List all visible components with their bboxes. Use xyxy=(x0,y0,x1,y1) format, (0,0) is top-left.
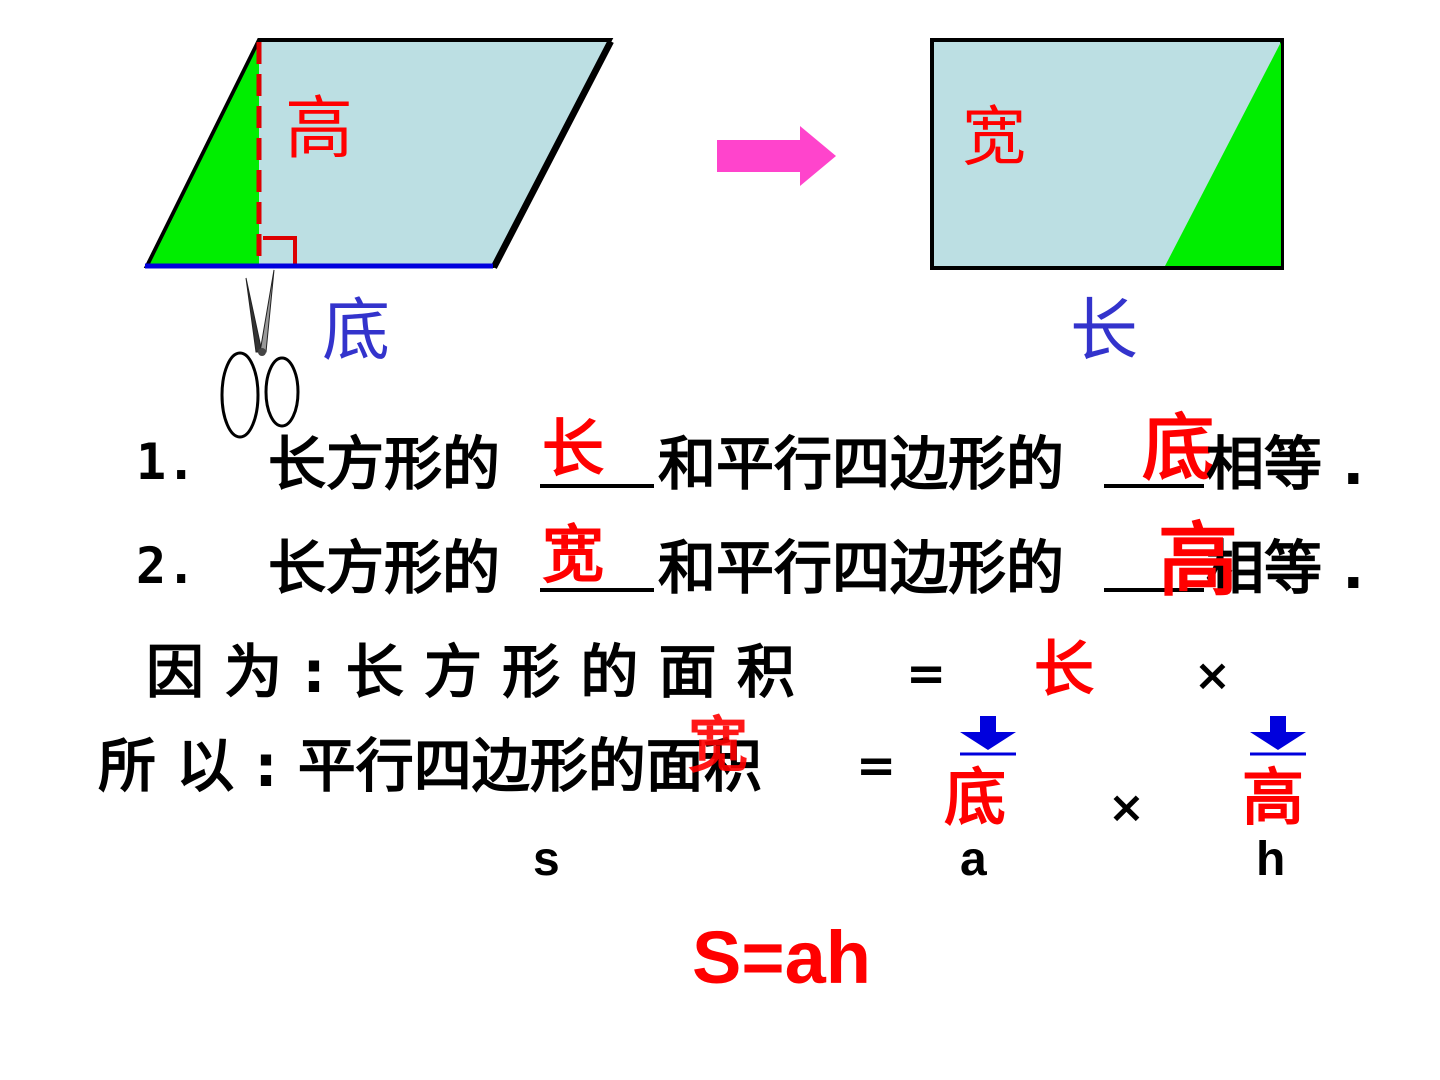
because-equals: = xyxy=(906,646,947,702)
base-label: 底 xyxy=(322,292,391,371)
statement-1-fill-1: 长 xyxy=(542,412,605,485)
statement-1-middle: 和平行四边形的 xyxy=(658,430,1065,498)
transformation-diagram xyxy=(143,38,1284,439)
therefore-times: × xyxy=(1108,782,1145,833)
statement-1-blank-1 xyxy=(540,484,654,488)
statement-2-prefix: 长方形的 xyxy=(268,534,501,602)
because-width: 宽 xyxy=(688,711,748,781)
statement-1-suffix: 相等 . xyxy=(1206,430,1365,498)
because-length: 长 xyxy=(1034,635,1094,705)
statement-2-fill-2: 高 xyxy=(1158,514,1238,607)
height-label: 高 xyxy=(285,90,354,169)
statement-2-fill-1: 宽 xyxy=(542,518,605,591)
symbol-h: h xyxy=(1256,833,1286,886)
therefore-text: 所 以 : 平行四边形的面积 xyxy=(98,732,762,800)
width-label: 宽 xyxy=(962,101,1026,175)
therefore-base: 底 xyxy=(944,761,1007,834)
statement-1-number: 1. xyxy=(136,433,197,491)
symbol-s: s xyxy=(533,833,560,886)
because-times: × xyxy=(1194,650,1231,701)
statement-2-suffix: 相等 . xyxy=(1206,534,1365,602)
statement-1-prefix: 长方形的 xyxy=(268,430,501,498)
statement-2-middle: 和平行四边形的 xyxy=(658,534,1065,602)
statement-1-fill-2: 底 xyxy=(1142,406,1215,490)
length-label: 长 xyxy=(1070,292,1139,371)
therefore-height: 高 xyxy=(1242,761,1305,834)
statement-2-number: 2. xyxy=(136,537,197,595)
because-text: 因 为 : 长 方 形 的 面 积 xyxy=(146,638,795,706)
cut-triangle-left xyxy=(150,44,259,264)
right-arrow-icon xyxy=(717,126,836,186)
statement-2-blank-1 xyxy=(540,588,654,592)
right-angle-mark xyxy=(263,236,297,266)
statement-2-blank-2 xyxy=(1104,588,1204,592)
therefore-equals: = xyxy=(856,738,897,794)
down-arrow-icon xyxy=(1250,716,1306,756)
area-formula: S=ah xyxy=(692,916,871,999)
scissors-icon xyxy=(220,269,300,439)
statement-1-blank-2 xyxy=(1104,484,1204,488)
down-arrow-icon xyxy=(960,716,1016,756)
cut-triangle-right xyxy=(1165,42,1281,266)
symbol-a: a xyxy=(960,833,987,886)
